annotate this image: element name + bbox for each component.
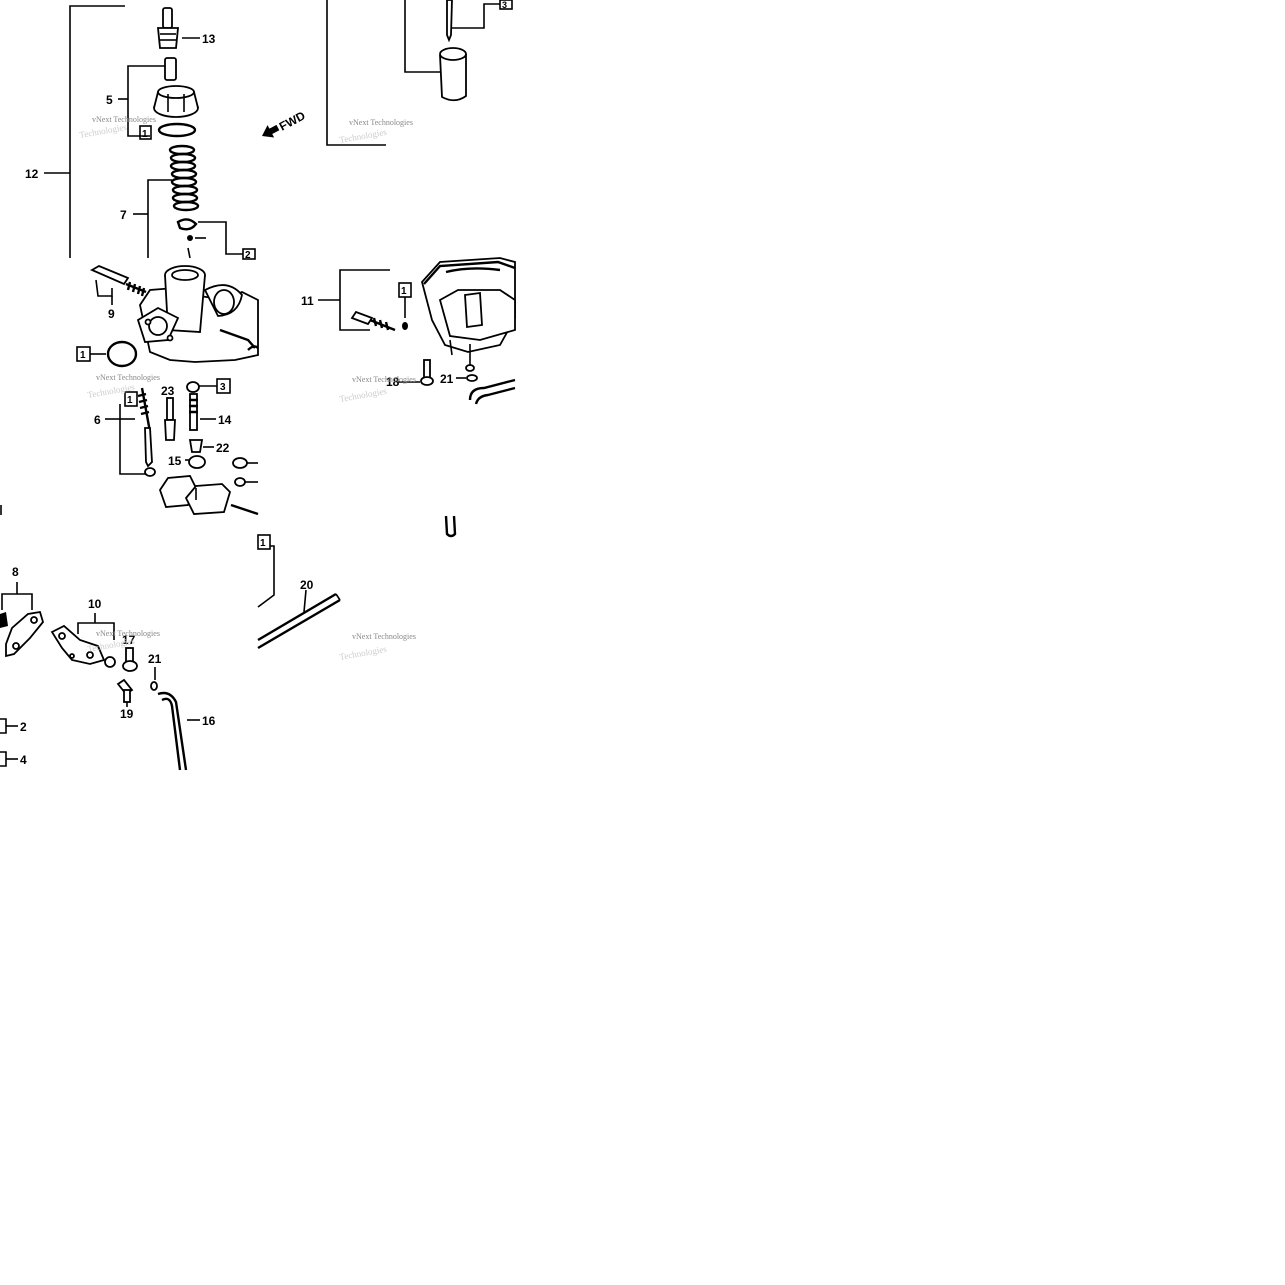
svg-text:1: 1 [127, 395, 133, 406]
u-tube [444, 515, 457, 538]
box-3-top: 3 [499, 0, 513, 10]
part-19-screw [116, 678, 134, 703]
middle-left-panel: 9 1 6 1 [76, 264, 259, 516]
svg-text:Technologies: Technologies [339, 127, 388, 145]
label-23: 23 [161, 384, 175, 398]
label-6: 6 [94, 413, 101, 427]
label-21b: 21 [148, 652, 162, 666]
part-20-tube [257, 592, 337, 642]
svg-text:Technologies: Technologies [339, 386, 388, 404]
svg-text:3: 3 [502, 0, 507, 10]
label-12: 12 [25, 167, 39, 181]
drain-screw [350, 310, 396, 332]
part-13-adjuster [157, 7, 179, 49]
top-right-panel: 3 vNext Technologies Technologies [326, 0, 513, 146]
part-9-idle-screw [89, 264, 147, 297]
label-7: 7 [120, 208, 127, 222]
svg-text:vNext Technologies: vNext Technologies [352, 375, 416, 384]
part-5-top-cap [153, 85, 199, 118]
label-15: 15 [168, 454, 182, 468]
middle-right-panel: 11 1 18 21 [301, 257, 516, 405]
svg-text:vNext Technologies: vNext Technologies [349, 118, 413, 127]
svg-text:vNext Technologies: vNext Technologies [96, 373, 160, 382]
svg-text:1: 1 [260, 538, 266, 549]
svg-text:1: 1 [80, 350, 86, 361]
svg-text:Technologies: Technologies [79, 122, 128, 140]
box-1-needle: 1 [124, 391, 138, 407]
box-2-clip: 2 [242, 248, 256, 261]
svg-text:Technologies: Technologies [339, 644, 388, 662]
part-17-nut [122, 647, 138, 672]
part-7-spring [168, 144, 200, 212]
box-1-lower: 1 [257, 534, 271, 550]
label-13: 13 [202, 32, 216, 46]
label-20: 20 [300, 578, 314, 592]
label-16: 16 [202, 714, 216, 728]
svg-text:vNext Technologies: vNext Technologies [96, 629, 160, 638]
part-8-lever [0, 610, 44, 658]
part-10-link-plate [50, 624, 106, 665]
label-8: 8 [12, 565, 19, 579]
label-5: 5 [106, 93, 113, 107]
part-23-jet [164, 397, 176, 441]
label-2: 2 [20, 720, 27, 734]
svg-text:1: 1 [142, 129, 148, 140]
part-16-hose [157, 691, 188, 771]
bottom-right-panel: 1 20 vNext Technologies Technologies [257, 534, 416, 662]
part-14-main-jet [186, 381, 200, 431]
label-18: 18 [386, 375, 400, 389]
spacer-cylinder [439, 47, 467, 102]
part-18-screw [420, 359, 434, 386]
label-14: 14 [218, 413, 232, 427]
float [159, 475, 232, 515]
label-11: 11 [301, 294, 314, 308]
label-4: 4 [20, 753, 27, 767]
label-9: 9 [108, 307, 115, 321]
bottom-left-panel: 8 10 17 21 [0, 565, 216, 771]
label-19: 19 [120, 707, 134, 721]
float-bowl [421, 257, 516, 372]
part-6-needle [137, 387, 156, 477]
svg-text:vNext Technologies: vNext Technologies [352, 632, 416, 641]
fwd-arrow: FWD [262, 108, 308, 138]
box-3-needle: 3 [216, 378, 231, 394]
top-left-panel: 12 13 5 1 [25, 5, 308, 261]
box-1-left: 1 [76, 346, 91, 362]
svg-text:vNext Technologies: vNext Technologies [92, 115, 156, 124]
box-1-bowl: 1 [398, 282, 412, 298]
label-21a: 21 [440, 372, 454, 386]
svg-text:2: 2 [245, 250, 251, 261]
svg-text:1: 1 [401, 286, 407, 297]
fwd-label: FWD [277, 108, 308, 133]
svg-text:3: 3 [220, 382, 226, 393]
box-1-cap: 1 [139, 125, 152, 140]
carburetor-body [136, 265, 259, 363]
label-10: 10 [88, 597, 102, 611]
label-22: 22 [216, 441, 230, 455]
label-17: 17 [122, 633, 136, 647]
